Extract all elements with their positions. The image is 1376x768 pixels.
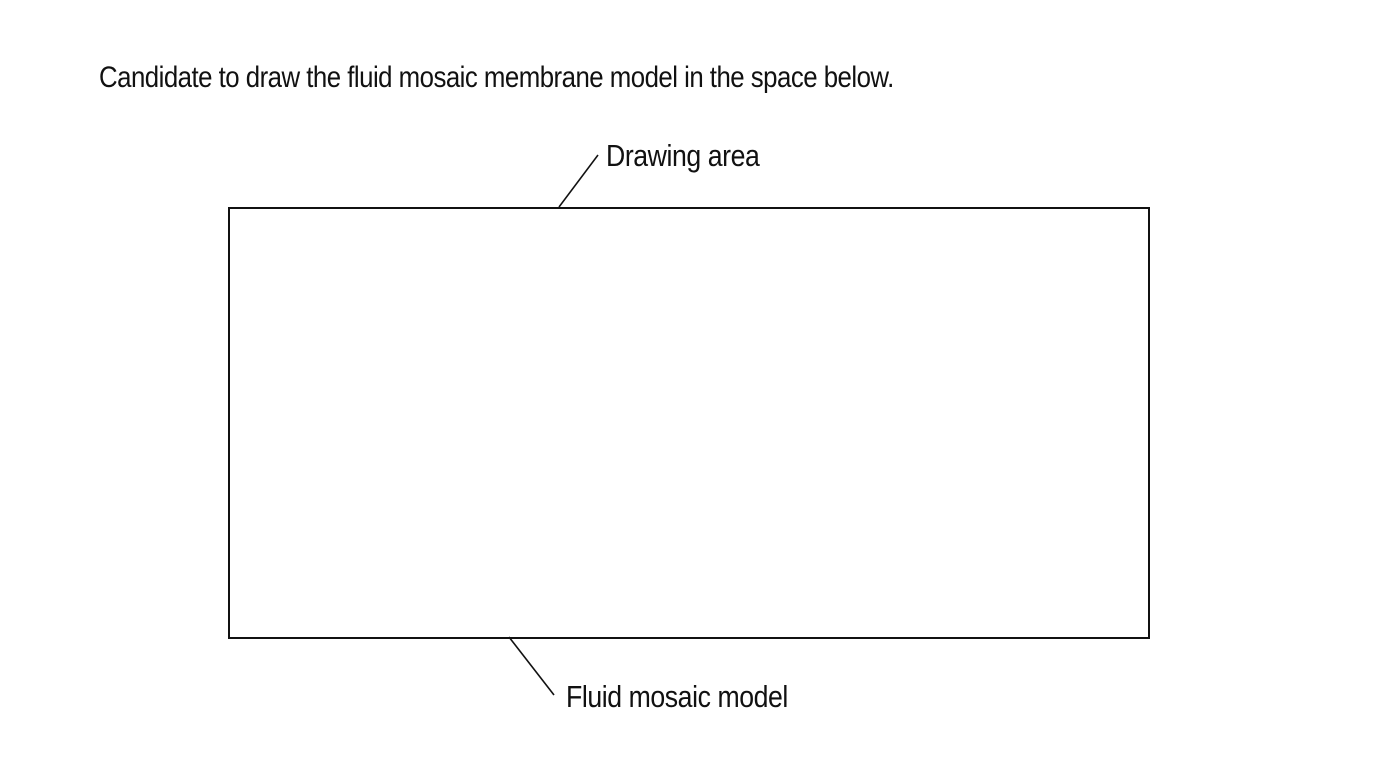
instruction-text: Candidate to draw the fluid mosaic membr… — [99, 61, 894, 94]
fluid-mosaic-model-label: Fluid mosaic model — [566, 679, 788, 714]
drawing-area-label: Drawing area — [606, 138, 760, 173]
drawing-area-box[interactable] — [228, 207, 1150, 639]
drawing-area-leader-line — [558, 154, 599, 208]
fluid-mosaic-model-leader-line — [508, 636, 555, 696]
